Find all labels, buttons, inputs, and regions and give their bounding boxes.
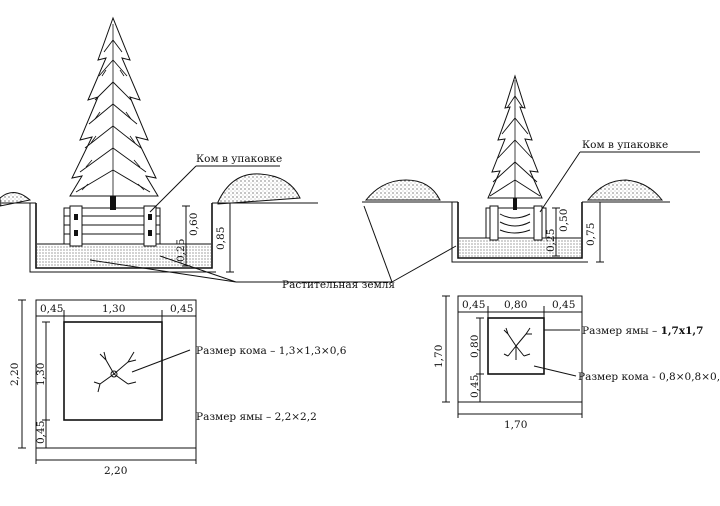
left-dim-060: 0,60	[188, 213, 200, 236]
left-plan-inner	[63, 321, 163, 421]
soil-label: Растительная земля	[282, 279, 395, 291]
right-plan: 0,45 0,80 0,45 0,80 0,45 1,70 1,70 Разме…	[433, 295, 720, 431]
right-label-com: Ком в упаковке	[582, 139, 668, 151]
right-plan-side-low: 0,45	[469, 375, 481, 398]
right-mound-left	[364, 179, 441, 201]
right-pit-size-prefix: Размер ямы –	[582, 325, 661, 337]
left-com-size: Размер кома – 1,3×1,3×0,6	[196, 345, 347, 357]
left-plan-bottom: 2,20	[104, 465, 127, 477]
left-plan-outer	[35, 299, 197, 449]
left-plan-top-left: 0,45	[40, 303, 63, 315]
left-plan-top-right: 0,45	[170, 303, 193, 315]
right-plan-top-mid: 0,80	[504, 299, 527, 311]
left-mound-left	[0, 192, 32, 207]
right-section: Ком в упаковке 0,50 0,25 0,75	[362, 74, 700, 263]
left-plan-sapling	[93, 351, 137, 393]
left-plan-outer-side: 2,20	[9, 363, 21, 386]
left-pit-soil	[37, 244, 211, 267]
right-dim-025: 0,25	[545, 229, 557, 252]
right-plan-bottom: 1,70	[504, 419, 527, 431]
right-dim-075: 0,75	[585, 223, 597, 246]
left-mound-right	[217, 173, 301, 205]
right-plan-side-mid: 0,80	[469, 335, 481, 358]
right-com-size: Размер кома - 0,8×0,8×0,5	[578, 371, 720, 383]
right-pit-soil	[459, 238, 581, 257]
left-section: Ком в упаковке 0,60 0,25 0,85	[0, 16, 318, 273]
right-plan-outer-side: 1,70	[433, 345, 445, 368]
left-spruce	[69, 16, 159, 197]
left-dim-085: 0,85	[215, 227, 227, 250]
right-plan-top-right: 0,45	[552, 299, 575, 311]
left-plan-top-mid: 1,30	[102, 303, 125, 315]
left-plan: 0,45 1,30 0,45 1,30 0,45 2,20 2,20 Разме…	[9, 299, 347, 477]
left-plan-side-low: 0,45	[35, 421, 47, 444]
right-plan-outer	[457, 295, 583, 403]
right-mound-right	[586, 179, 664, 201]
left-pit-size: Размер ямы – 2,2×2,2	[196, 411, 317, 423]
left-pit	[35, 203, 213, 269]
right-pit	[457, 202, 583, 259]
right-plan-inner	[487, 317, 545, 375]
left-plan-side-mid: 1,30	[35, 363, 47, 386]
right-pit-size: Размер ямы – 1,7x1,7	[582, 325, 703, 337]
left-dim-025: 0,25	[175, 239, 187, 262]
left-label-com: Ком в упаковке	[196, 153, 282, 165]
soil-label-group: Растительная земля	[89, 205, 457, 291]
right-plan-top-left: 0,45	[462, 299, 485, 311]
right-dim-050: 0,50	[558, 209, 570, 232]
right-spruce	[487, 74, 543, 199]
right-pit-size-value: 1,7x1,7	[661, 325, 704, 337]
right-plan-sapling	[503, 327, 532, 360]
